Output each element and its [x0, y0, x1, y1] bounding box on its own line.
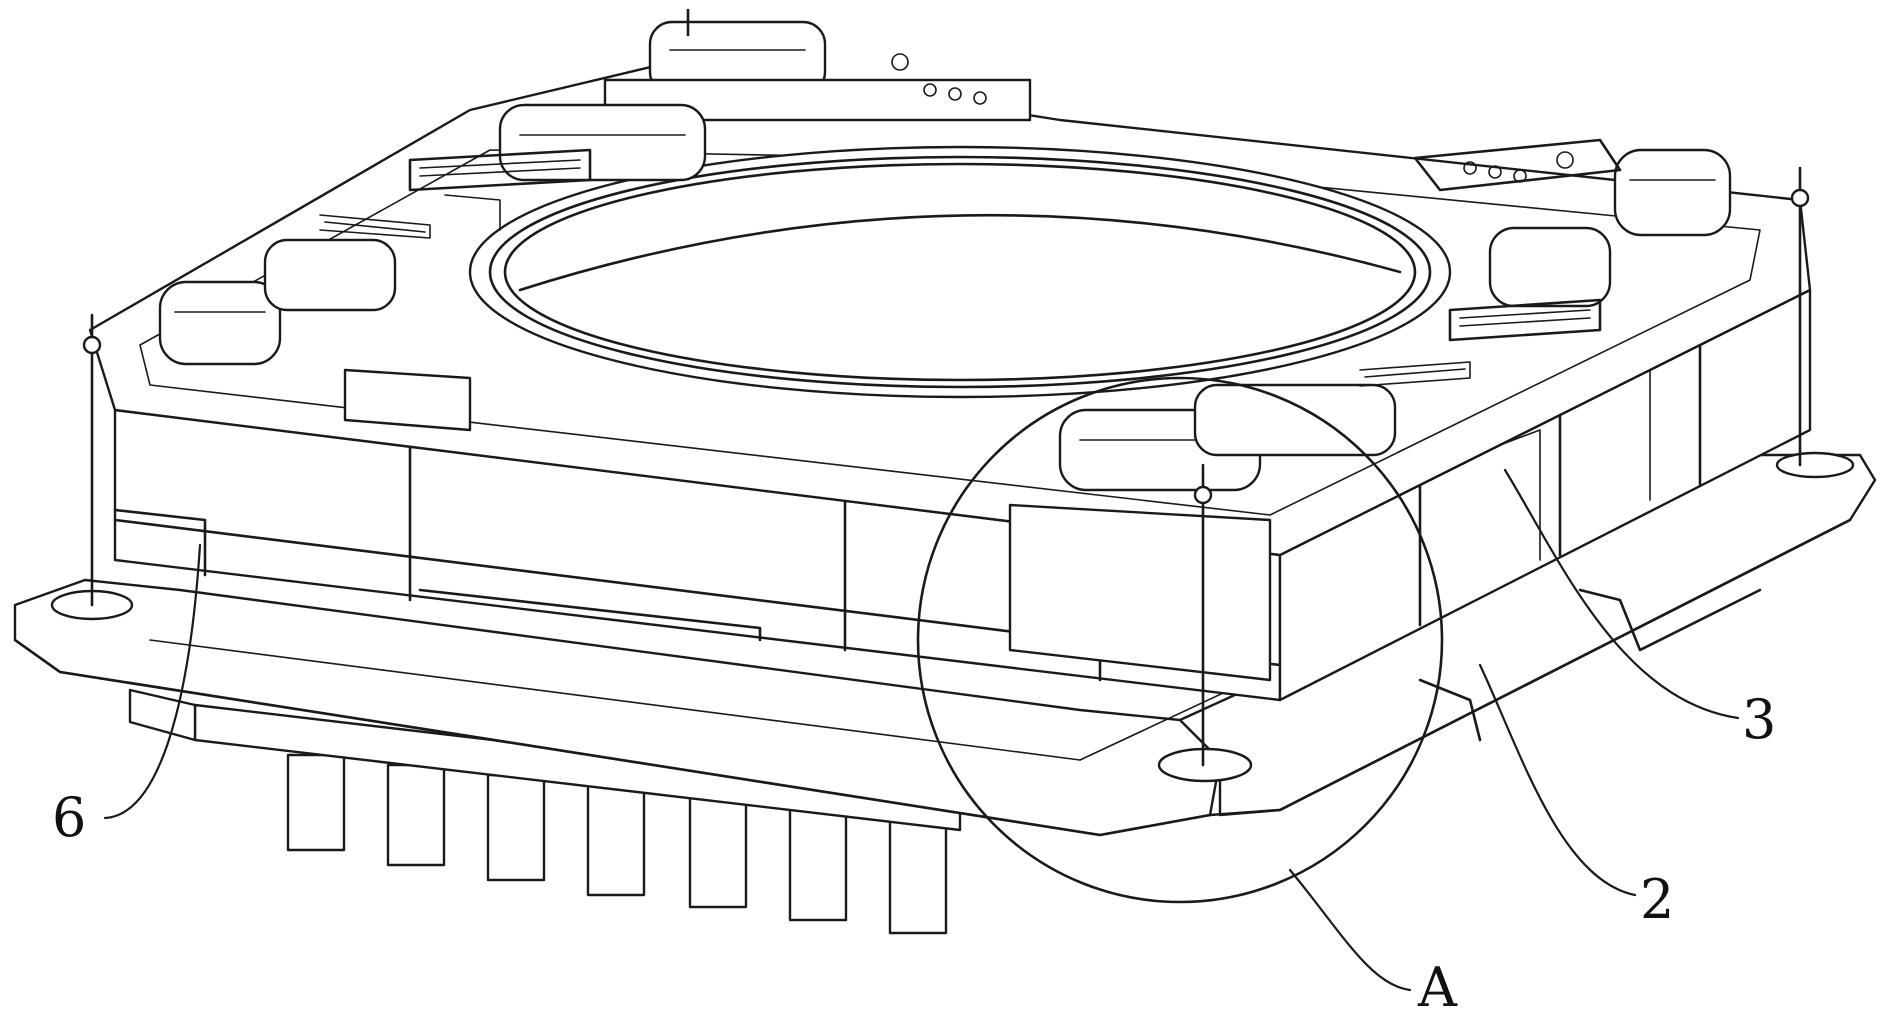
leader-a — [1288, 868, 1412, 992]
label-part-2: 2 — [1640, 868, 1674, 931]
lens-assembly — [468, 145, 1452, 399]
actuator-block-left — [158, 238, 472, 432]
label-part-3: 3 — [1742, 688, 1776, 751]
actuator-block-top — [603, 20, 1032, 122]
leader-6 — [103, 543, 202, 820]
guide-pins — [82, 8, 1810, 767]
leader-lines — [103, 468, 1740, 992]
base-plate — [13, 451, 1877, 837]
detail-a-circle — [916, 376, 1444, 904]
leader-3 — [1503, 468, 1740, 720]
leader-2 — [1478, 663, 1637, 897]
flex-springs — [319, 194, 1471, 387]
actuator-block-upper-left — [408, 103, 707, 192]
label-part-6: 6 — [52, 786, 86, 849]
actuator-block-right — [1413, 138, 1732, 342]
label-detail-a: A — [1417, 956, 1458, 1019]
